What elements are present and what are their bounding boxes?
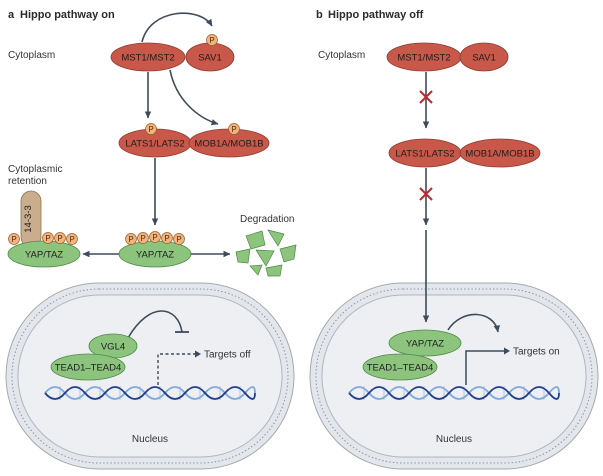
fragment [279,244,297,263]
nucleus-label-a: Nucleus [132,434,168,445]
phosphate [149,231,161,243]
phosphate [173,233,185,245]
phosphate-lats [145,123,157,135]
protein-14-3-3-label: 14-3-3 [23,205,34,232]
dna-helix-a [44,386,256,400]
sav-label-a: SAV1 [198,53,222,64]
mst-node-a [110,42,186,72]
yap-taz-phosphorylated: YAP/TAZ P P P P P [118,231,192,268]
phosphate-label: P [148,125,153,134]
nuclear-pore-ring [315,288,593,464]
phosphate-label: P [152,233,157,242]
fragment [265,264,283,277]
targets-on-path [465,350,504,385]
phosphate [42,232,54,244]
phosphate [137,232,149,244]
phosphate-label: P [69,235,74,244]
arrow-mst-mob-a [169,69,219,126]
block-x-icon [419,90,433,104]
phosphate-label: P [176,235,181,244]
cytoplasmic-retention-label-1: Cytoplasmic [8,164,62,175]
phosphate-label: P [128,235,133,244]
yap-label-b: YAP/TAZ [406,339,444,350]
phosphate [54,232,66,244]
panel-b-title: Hippo pathway off [328,9,424,21]
mob-node-b [459,138,541,168]
mst-label-b: MST1/MST2 [397,53,450,64]
panel-a-title: Hippo pathway on [20,9,115,21]
panel-b: b Hippo pathway off Cytoplasm MST1/MST2 … [309,9,599,470]
tead-node-a [50,353,126,381]
vgl4-label: VGL4 [101,342,125,353]
nucleus-b: Nucleus Targ [309,230,599,470]
mob-label-a: MOB1A/MOB1B [194,139,263,150]
nuclear-envelope-inner [321,294,587,458]
phosphate-label: P [45,234,50,243]
tead-label-a: TEAD1–TEAD4 [55,363,122,374]
phosphate-label: P [164,234,169,243]
nuclear-pore-ring [11,288,289,464]
lats-label-b: LATS1/LATS2 [395,149,454,160]
targets-on-label: Targets on [513,347,560,358]
yap-taz-retained: YAP/TAZ P P P P [7,232,81,268]
panel-a: a Hippo pathway on Cytoplasm MST1/MST2 S… [5,9,297,470]
cytoplasm-label-b: Cytoplasm [318,50,365,61]
block-x-icon [419,187,433,201]
inhibition-arc [127,310,183,339]
sav-label-b: SAV1 [472,53,496,64]
lats-label-a: LATS1/LATS2 [125,139,184,150]
yap-node-b [388,329,462,357]
targets-on-arrowhead [504,347,510,355]
dna-helix-b [348,386,560,400]
sav-node-b [459,42,509,72]
phosphate [8,233,20,245]
phosphate-label: P [11,235,16,244]
nucleus-label-b: Nucleus [436,434,472,445]
phosphate-label: P [140,234,145,243]
phosphate [125,233,137,245]
phosphate [66,233,78,245]
fragment [267,229,285,247]
phosphate-mob [228,123,240,135]
tead-label-b: TEAD1–TEAD4 [367,363,434,374]
panel-a-letter: a [8,9,15,21]
tead-node-b [362,353,438,381]
yap-label-center: YAP/TAZ [136,250,174,261]
degradation-fragments [235,229,297,277]
fragment [249,264,263,276]
cytoplasmic-retention-label-2: retention [8,176,47,187]
nucleus-a: Nucleus Targets off [5,282,295,470]
phosphate-sav [206,34,218,46]
mst-sav-complex-a: MST1/MST2 SAV1 P [110,34,235,72]
fragment [245,230,266,250]
phosphate-label: P [57,234,62,243]
lats-mob-complex-a: LATS1/LATS2 MOB1A/MOB1B P P [118,123,270,158]
activation-arc [447,313,500,333]
phosphate-label: P [209,36,214,45]
fragment [255,249,275,267]
yap-label-left: YAP/TAZ [25,250,63,261]
targets-off-arrowhead [195,350,201,358]
cytoplasm-label-a: Cytoplasm [8,50,55,61]
nuclear-envelope-inner [17,294,283,458]
mst-label-a: MST1/MST2 [121,53,174,64]
phosphorylation-arrow-mst-sav [141,12,213,43]
phosphate-label: P [231,125,236,134]
protein-14-3-3: 14-3-3 [20,190,42,248]
mob-label-b: MOB1A/MOB1B [465,149,534,160]
panel-b-letter: b [316,9,323,21]
targets-off-path [157,353,195,385]
fragment [235,248,251,264]
targets-off-label: Targets off [204,350,251,361]
degradation-label: Degradation [240,214,294,225]
phosphate [161,232,173,244]
